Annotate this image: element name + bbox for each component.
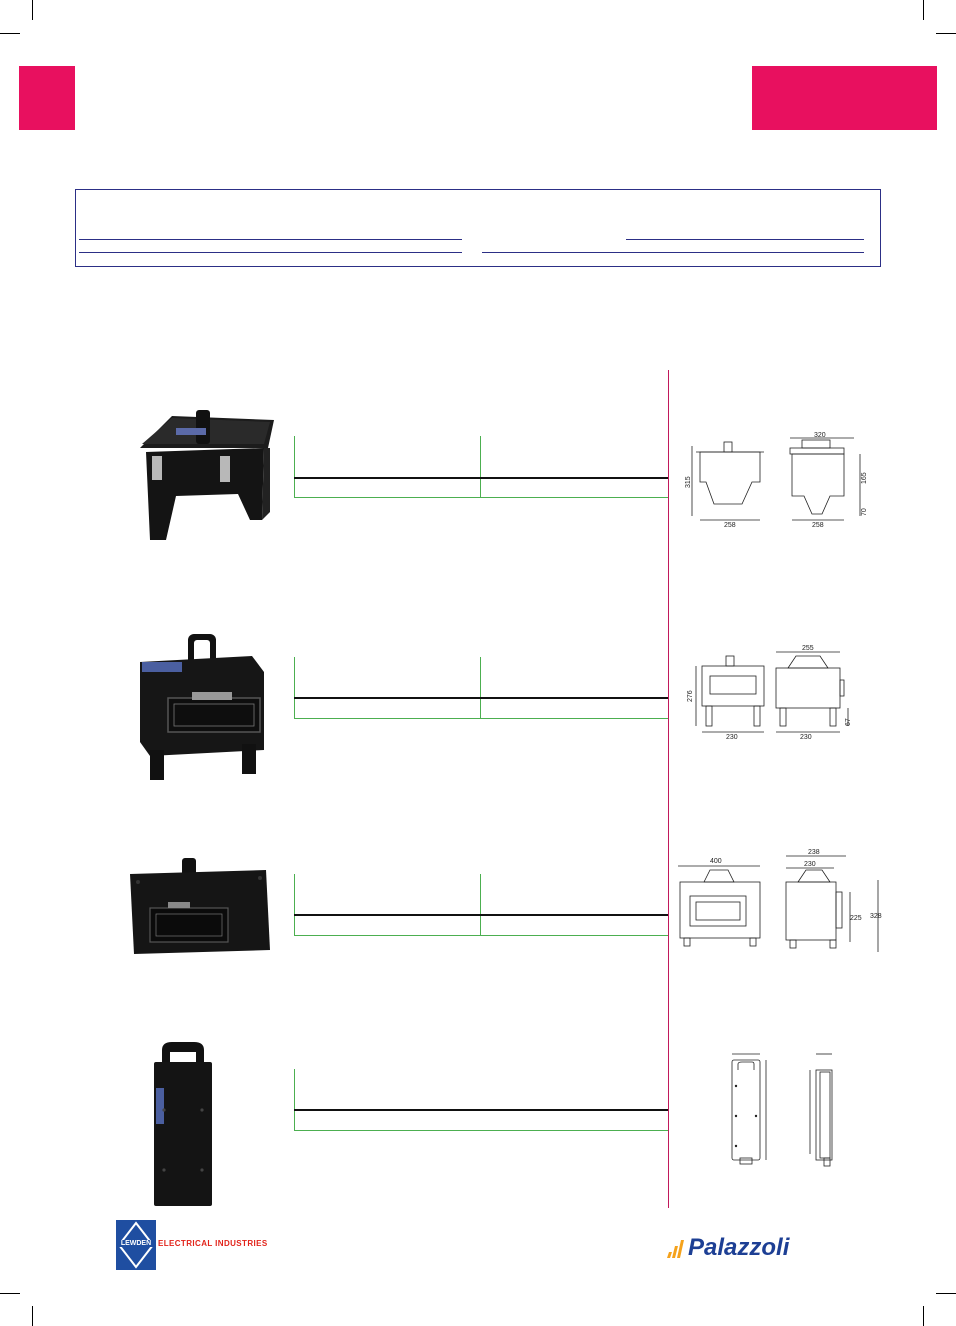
dim-side-top: 255 [802,645,814,652]
info-rule [79,239,462,240]
header-accent-block-right [752,66,937,130]
dimension-drawing-4 [731,1053,833,1167]
product-photo-4 [154,1042,212,1206]
info-rule [482,252,864,253]
dimension-drawing-2: 276 230 255 67 230 [687,645,852,740]
crop-mark [936,33,956,34]
spec-table-2 [294,657,668,721]
dim-side-lower: 70 [861,508,868,516]
crop-mark [923,0,924,20]
palazzoli-wordmark: Palazzoli [688,1234,790,1261]
dimension-drawing-1: 315 258 320 165 70 258 [685,432,868,528]
crop-mark [923,1306,924,1326]
dim-front-height: 276 [687,690,694,702]
dim-side-width: 230 [800,734,812,740]
lewden-diamond-icon [117,1221,155,1269]
crop-mark [0,33,20,34]
dim-side-top: 320 [814,432,826,439]
dim-front-height: 315 [685,476,692,488]
spec-table-3 [294,874,668,938]
product-photo-1 [140,410,274,540]
crop-mark [32,1306,33,1326]
dim-side-lower: 67 [845,718,852,726]
product-photo-2 [140,634,264,780]
palazzoli-bars-icon [667,1240,684,1258]
dim-side-upper: 165 [861,472,868,484]
crop-mark [0,1293,20,1294]
lewden-mark: LEWDEN [116,1240,156,1247]
info-rule [626,239,864,240]
dimension-drawing-3: 400 238 230 225 328 [678,849,882,952]
lewden-wordmark: ELECTRICAL INDUSTRIES [158,1239,268,1248]
dim-side-top: 238 [808,849,820,856]
dim-side-height: 328 [870,913,882,920]
header-accent-block-left [19,66,75,130]
dim-front-width: 230 [726,734,738,740]
dim-front-top: 400 [710,858,722,865]
crop-mark [936,1293,956,1294]
dim-front-width: 258 [724,522,736,528]
info-rule [79,252,462,253]
spec-table-1 [294,436,668,500]
column-divider [668,370,669,1208]
info-box [75,189,881,267]
dim-side-inner: 230 [804,861,816,868]
spec-table-4 [294,1069,668,1133]
dim-side-width: 258 [812,522,824,528]
lewden-logo: LEWDEN [116,1220,156,1270]
palazzoli-logo: Palazzoli [666,1234,826,1264]
product-photo-3 [130,858,270,954]
crop-mark [32,0,33,20]
dim-side-mid: 225 [850,915,862,922]
